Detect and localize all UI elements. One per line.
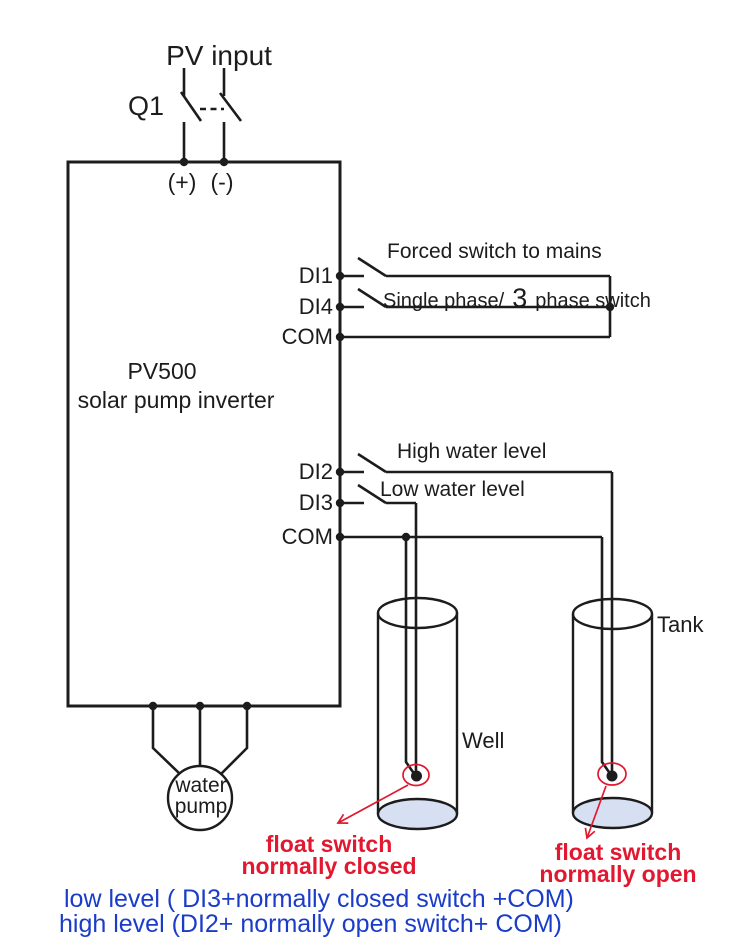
terminal-dot-positive	[179, 157, 189, 167]
tank-walls	[571, 614, 654, 813]
di2-terminal-dot	[335, 467, 345, 477]
inverter-name-label: solar pump inverter	[77, 387, 275, 413]
terminal-com1-label: COM	[281, 324, 333, 349]
inverter-model-label: PV500	[127, 358, 197, 384]
water-pump-label-line2: pump	[174, 795, 228, 818]
pv-input-label: PV input	[166, 40, 272, 71]
pump-terminal-dot-3	[242, 701, 252, 711]
red-annotations	[336, 762, 627, 840]
di2-switch-blade	[357, 452, 387, 474]
well-label: Well	[462, 728, 505, 753]
water-level-circuit	[335, 452, 618, 782]
tank-label: Tank	[657, 612, 704, 637]
q1-output-wires	[182, 122, 226, 162]
high-water-level-label: High water level	[397, 440, 547, 463]
well-cylinder	[376, 596, 459, 831]
terminal-di1-label: DI1	[298, 263, 333, 288]
circuit1-junction-dot	[605, 302, 615, 312]
well-water	[376, 797, 459, 831]
pump-wire-right	[219, 706, 249, 776]
q1-label: Q1	[128, 91, 165, 121]
com2-tank-branch	[600, 537, 613, 776]
low-water-level-label: Low water level	[380, 478, 525, 501]
q1-blade-left	[179, 91, 203, 122]
com2-terminal-dot	[335, 532, 345, 542]
tank-water	[571, 796, 654, 830]
well-walls	[376, 613, 459, 814]
well-top-ellipse	[376, 596, 459, 630]
terminal-di3-label: DI3	[298, 490, 333, 515]
com2-junction-dot	[401, 532, 411, 542]
pv-input-wires	[182, 68, 226, 96]
inverter-box-outline	[66, 160, 342, 708]
pump-terminal-dot-1	[148, 701, 158, 711]
tank-float-note-line2: normally open	[539, 861, 697, 887]
phase-switch-label-number: 3	[512, 283, 528, 313]
water-pump-circle	[166, 764, 234, 832]
tank-float-note-line1: float switch	[554, 839, 682, 865]
di1-switch-blade	[357, 256, 387, 278]
tank-float-switch-dot	[606, 770, 618, 782]
com1-terminal-dot	[335, 332, 345, 342]
positive-terminal-label: (+)	[167, 169, 197, 195]
negative-terminal-label: (-)	[210, 169, 234, 195]
tank-float-highlight-circle	[597, 762, 627, 786]
pump-terminal-dot-2	[195, 701, 205, 711]
terminal-di2-label: DI2	[298, 459, 333, 484]
phase-switch-label-suffix: phase switch	[535, 290, 651, 312]
pump-wire-left	[151, 706, 182, 776]
mains-switch-circuit	[335, 256, 615, 342]
q1-blade-right	[218, 92, 243, 122]
water-pump-label: water pump	[175, 775, 228, 817]
well-float-switch-dot	[411, 770, 422, 782]
well-float-arrow	[336, 784, 409, 824]
di4-terminal-dot	[335, 302, 345, 312]
footnote-low-level: low level ( DI3+normally closed switch +…	[64, 885, 574, 913]
terminal-dot-negative	[219, 157, 229, 167]
q1-breaker-symbol	[179, 68, 243, 167]
terminal-com2-label: COM	[281, 524, 333, 549]
terminal-di4-label: DI4	[298, 294, 333, 319]
well-float-highlight-circle	[402, 763, 430, 787]
tank-float-arrow	[584, 785, 607, 840]
tank-float-note: float switch normally open	[539, 839, 697, 887]
com2-well-branch	[404, 537, 417, 776]
phase-switch-label-prefix: Single phase/	[383, 290, 505, 312]
footnote-high-level: high level (DI2+ normally open switch+ C…	[59, 910, 562, 938]
di1-terminal-dot	[335, 271, 345, 281]
well-float-note-line1: float switch	[265, 831, 393, 857]
di3-terminal-dot	[335, 498, 345, 508]
di4-switch-blade	[357, 287, 387, 309]
tank-cylinder	[571, 597, 654, 830]
forced-switch-label: Forced switch to mains	[387, 240, 602, 263]
water-pump-label-line1: water	[175, 774, 227, 797]
di3-switch-blade	[357, 483, 387, 505]
well-float-note: float switch normally closed	[241, 831, 417, 879]
well-float-note-line2: normally closed	[241, 852, 417, 879]
pump-wiring	[148, 701, 252, 832]
phase-switch-label: Single phase/ 3 phase switch	[383, 283, 651, 313]
